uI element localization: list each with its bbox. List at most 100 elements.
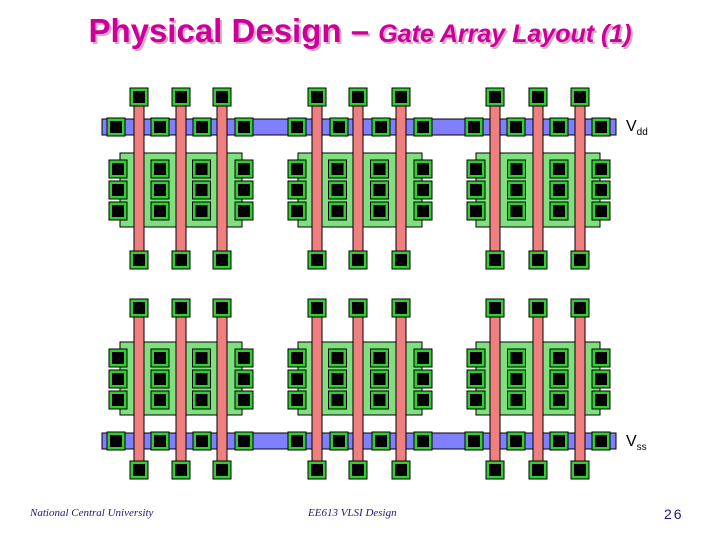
contact-square [238, 435, 250, 447]
contact-square [510, 435, 522, 447]
contact-square [595, 352, 607, 364]
vdd-label: Vdd [626, 118, 648, 139]
contact-square [195, 373, 208, 385]
contact-square [333, 435, 345, 447]
contact-square [154, 121, 166, 133]
poly-gate [175, 96, 187, 261]
contact-square [333, 121, 345, 133]
contact-square [291, 184, 303, 196]
contact-square [154, 435, 166, 447]
contact-square [154, 163, 166, 175]
poly-gate [395, 96, 407, 261]
contact-square [574, 91, 586, 103]
contact-square [112, 184, 124, 196]
contact-square [532, 302, 544, 314]
contact-square [112, 205, 124, 217]
poly-gate [216, 96, 228, 261]
contact-square [352, 91, 364, 103]
footer-university: National Central University [30, 507, 154, 519]
contact-square [291, 163, 303, 175]
contact-square [238, 163, 250, 175]
contact-square [470, 394, 482, 406]
contact-square [133, 254, 145, 266]
contact-square [311, 302, 323, 314]
contact-square [553, 394, 565, 406]
contact-square [112, 394, 124, 406]
contact-square [532, 254, 544, 266]
poly-gate [216, 307, 228, 471]
contact-square [553, 184, 565, 196]
contact-square [510, 205, 523, 217]
vss-label: Vss [626, 433, 647, 454]
slide-title: Physical Design – Gate Array Layout (1) [0, 12, 720, 50]
contact-square [470, 352, 482, 364]
poly-gate [133, 307, 145, 471]
contact-square [195, 352, 208, 364]
contact-square [489, 91, 501, 103]
contact-square [216, 302, 228, 314]
contact-square [133, 302, 145, 314]
contact-square [553, 205, 565, 217]
contact-square [595, 435, 607, 447]
contact-square [595, 373, 607, 385]
contact-square [395, 254, 407, 266]
contact-square [510, 163, 523, 175]
contact-square [574, 254, 586, 266]
contact-square [417, 373, 429, 385]
contact-square [291, 373, 303, 385]
contact-square [553, 121, 565, 133]
contact-square [489, 464, 501, 476]
contact-square [595, 121, 607, 133]
contact-square [291, 394, 303, 406]
contact-square [331, 163, 344, 175]
contact-square [110, 121, 122, 133]
contact-square [553, 435, 565, 447]
contact-square [238, 121, 250, 133]
contact-square [574, 302, 586, 314]
contact-square [373, 394, 386, 406]
contact-square [417, 394, 429, 406]
contact-square [311, 254, 323, 266]
contact-square [216, 464, 228, 476]
contact-square [154, 373, 166, 385]
contact-square [510, 352, 523, 364]
contact-square [417, 352, 429, 364]
contact-square [195, 163, 208, 175]
contact-square [468, 435, 480, 447]
contact-square [195, 394, 208, 406]
contact-square [532, 464, 544, 476]
contact-square [112, 163, 124, 175]
contact-square [175, 302, 187, 314]
poly-gate [133, 96, 145, 261]
contact-square [154, 394, 166, 406]
contact-square [311, 91, 323, 103]
contact-square [510, 373, 523, 385]
poly-gate [489, 96, 501, 261]
contact-square [595, 394, 607, 406]
contact-square [195, 184, 208, 196]
contact-square [595, 163, 607, 175]
contact-square [175, 91, 187, 103]
contact-square [595, 184, 607, 196]
contact-square [375, 435, 387, 447]
contact-square [553, 373, 565, 385]
page-number: 26 [664, 506, 684, 522]
contact-square [154, 205, 166, 217]
contact-square [112, 373, 124, 385]
contact-square [238, 184, 250, 196]
contact-square [331, 373, 344, 385]
poly-gate [175, 307, 187, 471]
contact-square [489, 254, 501, 266]
footer-course: EE613 VLSI Design [308, 507, 397, 519]
contact-square [216, 91, 228, 103]
contact-square [175, 464, 187, 476]
poly-gate [352, 96, 364, 261]
poly-gate [532, 307, 544, 471]
contact-square [373, 163, 386, 175]
contact-square [417, 121, 429, 133]
poly-gate [532, 96, 544, 261]
poly-gate [311, 307, 323, 471]
contact-square [291, 435, 303, 447]
contact-square [470, 163, 482, 175]
